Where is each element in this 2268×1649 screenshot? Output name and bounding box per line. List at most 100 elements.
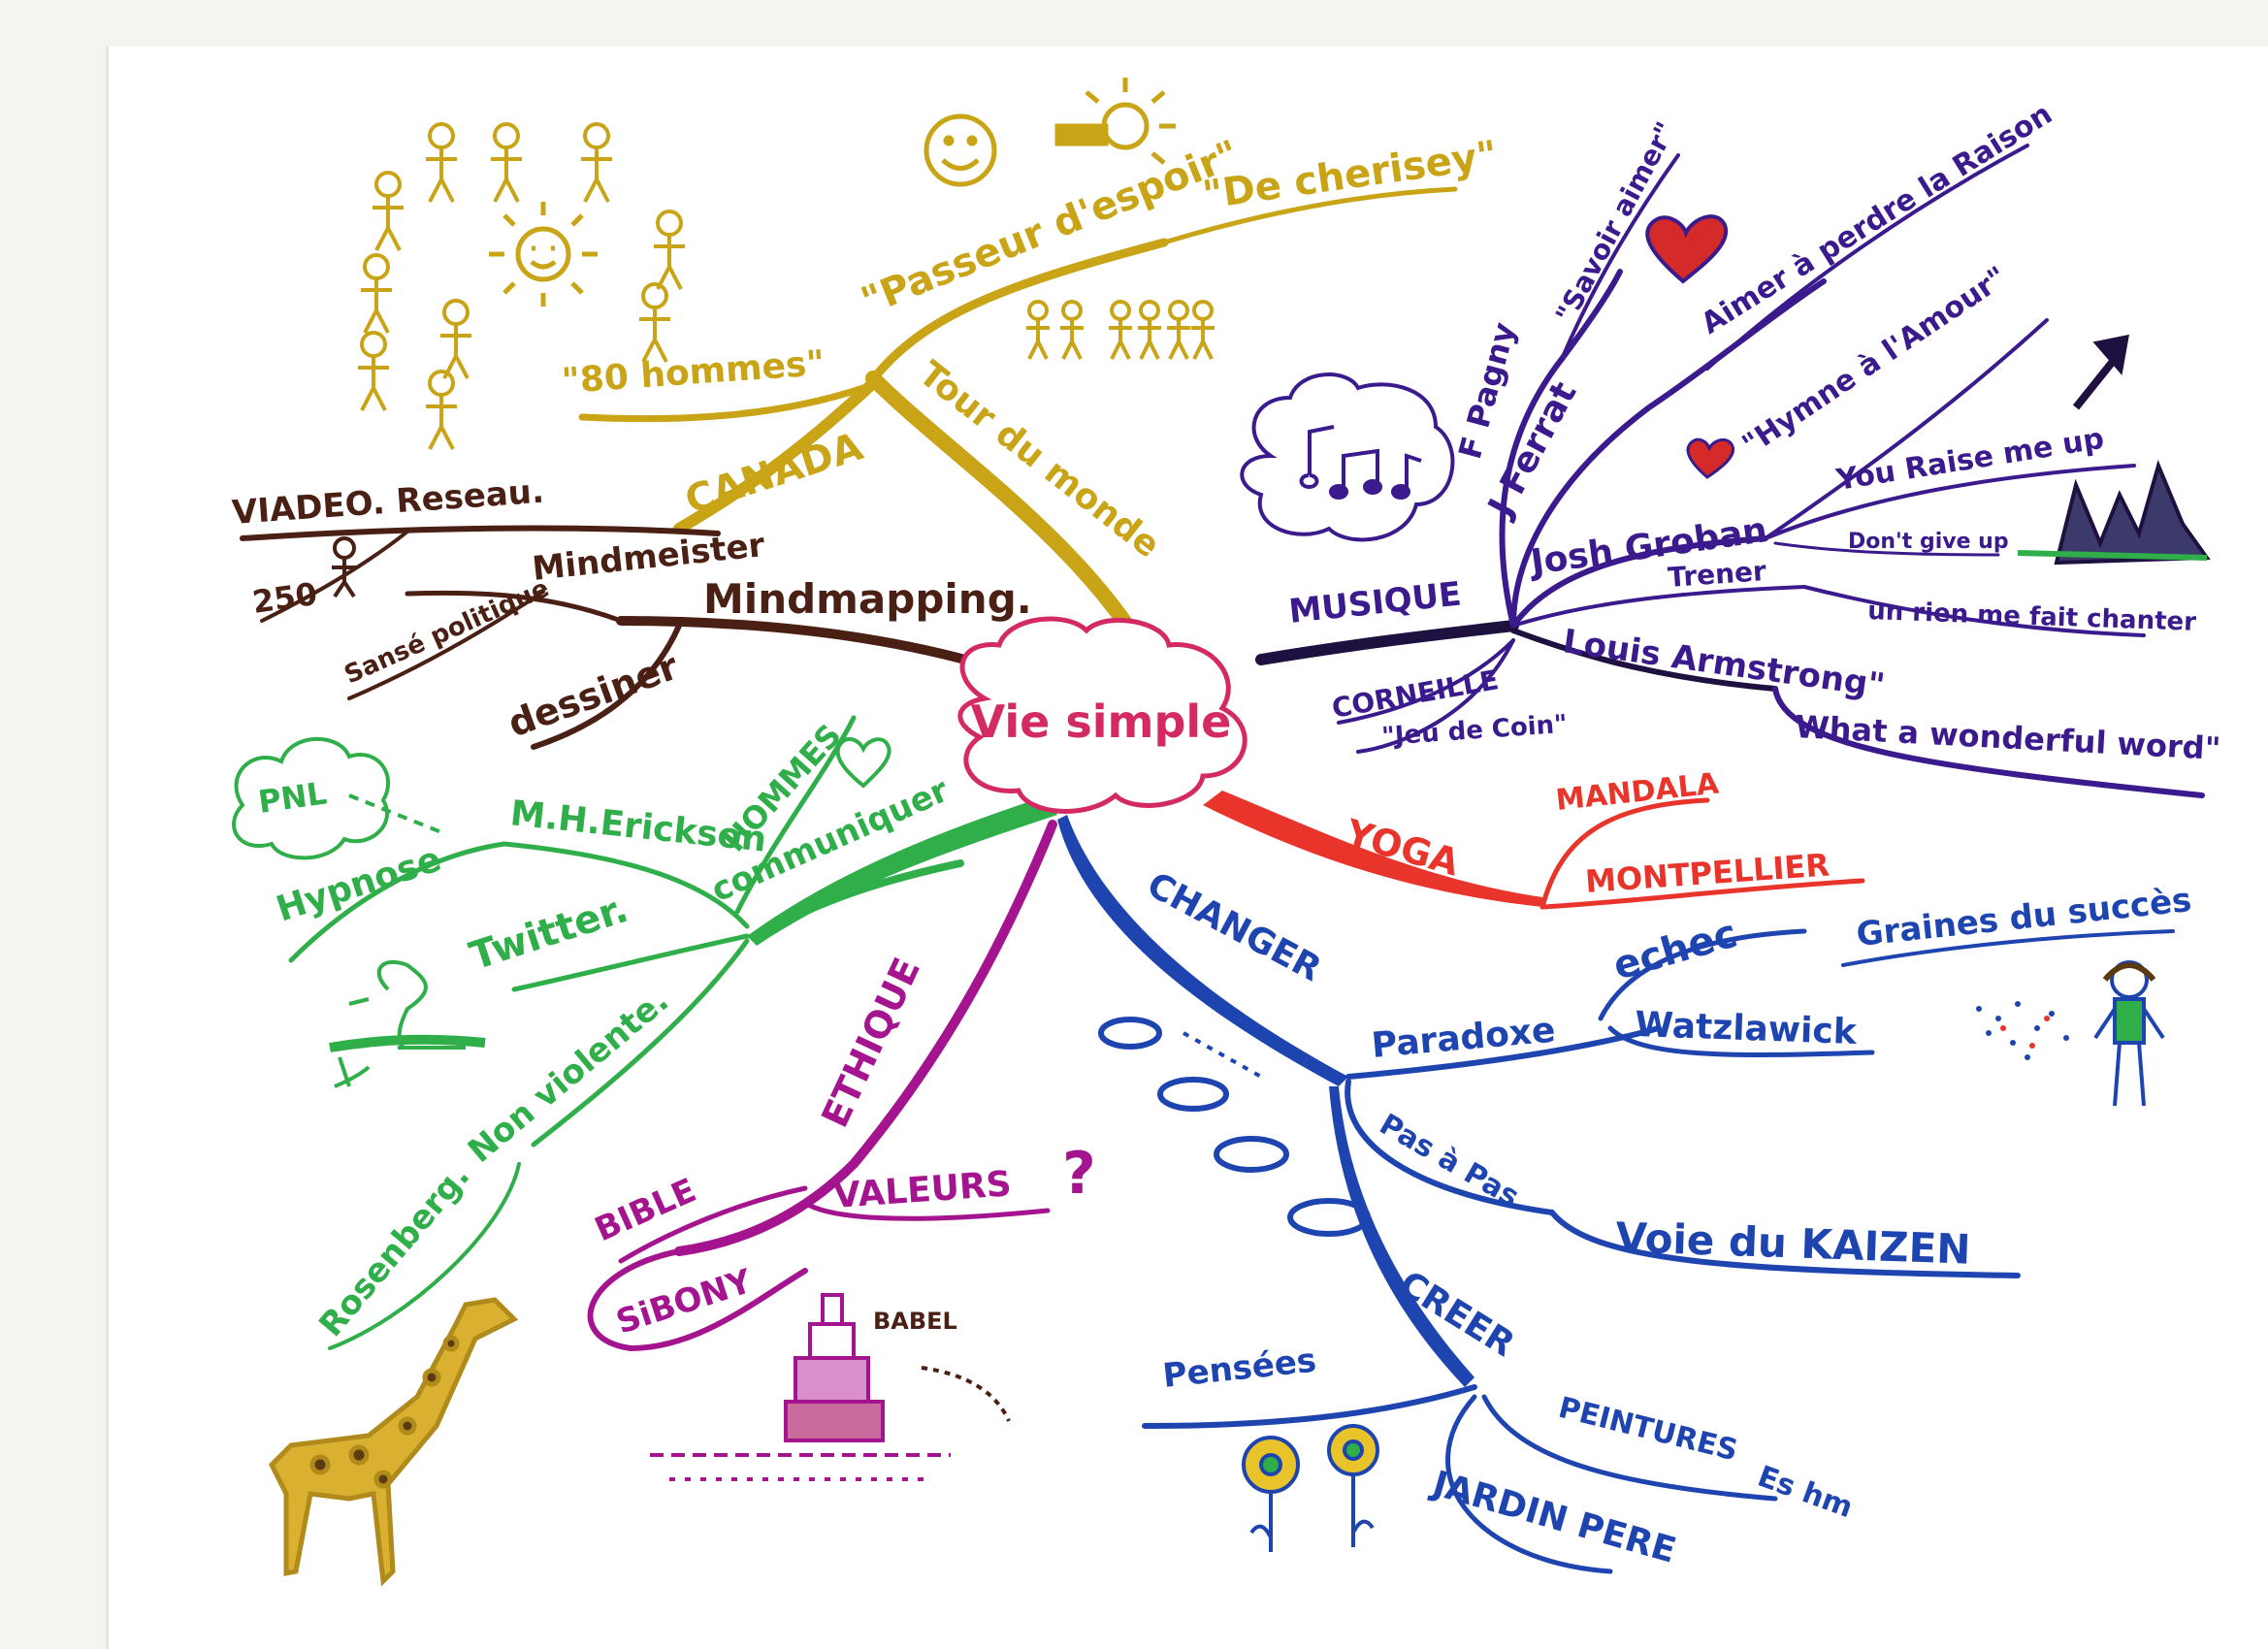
- label-louis-armstrong: Louis Armstrong": [1561, 622, 1888, 705]
- green-heart-icon: [835, 737, 891, 789]
- green-branch-hypnose: [288, 841, 507, 963]
- green-branch-communiquer: [753, 859, 964, 940]
- giraffe-icon: [268, 1297, 519, 1587]
- blue-branch-echec: [1598, 928, 1807, 1021]
- music-cloud-icon: [1240, 372, 1455, 542]
- magenta-main-branch: [674, 820, 1057, 1256]
- heart-icon-small: [1686, 437, 1735, 479]
- blue-branch-peintures: [1481, 1394, 1778, 1502]
- brown-branch-group: Mindmapping. VIADEO. Reseau. 250 Mindmei…: [231, 472, 1032, 750]
- purple-branch-aimer: [1705, 144, 2029, 371]
- stepping-stones-icon: [1098, 1017, 1371, 1237]
- magenta-branch-valeurs: [802, 1200, 1051, 1221]
- stick-figures-icon: [358, 122, 1215, 450]
- purple-branch-hymne: [1764, 318, 2049, 540]
- magenta-branch-sibony: [587, 1248, 808, 1351]
- label-twitter: Twitter.: [465, 887, 633, 980]
- label-valeurs: VALEURS: [832, 1164, 1013, 1216]
- purple-branch-savoir: [1560, 153, 1680, 361]
- label-bible: BIBLE: [589, 1171, 701, 1249]
- label-80-hommes: "80 hommes": [561, 343, 826, 402]
- brown-branch-sans: [347, 590, 545, 700]
- purple-branch-fpagny: [1499, 269, 1623, 629]
- purple-branch-dont: [1773, 541, 2000, 557]
- label-f-pagny: F Pagny: [1451, 318, 1523, 463]
- person-seeds-icon: [1976, 960, 2165, 1107]
- label-ethique: ETHIQUE: [813, 952, 928, 1134]
- green-branch-twitter: [511, 933, 750, 992]
- blue-branch-pas: [1345, 1079, 1555, 1215]
- blue-branch-pensees: [1142, 1384, 1477, 1429]
- purple-branch-corneille: [1337, 638, 1515, 725]
- smiley-icon: [923, 113, 997, 187]
- label-dessiner: dessiner: [502, 645, 684, 746]
- green-branch-nonviolente: [531, 938, 750, 1148]
- center-cloud: [957, 616, 1247, 814]
- label-kaizen: Voie du KAIZEN: [1615, 1213, 1972, 1274]
- gold-branch-hommes: [578, 384, 867, 423]
- green-branch-group: communiquer HOMMES M.H.Erickson Hypnose …: [232, 715, 1057, 1350]
- label-canada: CANADA: [680, 424, 868, 523]
- sun-icon: [489, 202, 598, 307]
- label-mindmapping: Mindmapping.: [703, 575, 1032, 623]
- sun-key-icon: [1054, 78, 1176, 165]
- gold-branch-canada: [673, 377, 879, 534]
- bird-icon: [329, 959, 486, 1088]
- brown-branch-mindmeister: [405, 590, 624, 624]
- label-musique: MUSIQUE: [1287, 575, 1464, 631]
- blue-branch-jardin: [1445, 1394, 1613, 1574]
- babel-tower-icon: [650, 1293, 1011, 1481]
- red-main-branch: [1203, 791, 1542, 907]
- label-rosenberg: Rosenberg.: [311, 1157, 477, 1344]
- purple-branch-group: MUSIQUE F Pagny "Savoir aimer" J Ferrat …: [1240, 97, 2222, 798]
- center-node: Vie simple: [957, 616, 1247, 814]
- mountains-icon: [2017, 459, 2211, 566]
- green-branch-rosenberg: [328, 1162, 521, 1350]
- label-graines: Graines du succès: [1855, 881, 2193, 954]
- blue-branch-graines: [1841, 929, 2175, 967]
- purple-branch-jferrat: [1510, 278, 1827, 629]
- pnl-dash-line: [348, 793, 447, 836]
- brown-branch-250: [260, 530, 409, 623]
- purple-branch-louis: [1510, 628, 1778, 692]
- red-branch-group: YOGA MANDALA MONTPELLIER: [1203, 766, 1865, 910]
- label-peintures: PEINTURES: [1555, 1391, 1741, 1469]
- label-wonderful: What a wonderful word": [1795, 708, 2222, 767]
- label-passeur-espoir: "Passeur d'espoir": [856, 132, 1246, 324]
- purple-branch-coin: [1356, 638, 1515, 754]
- label-jeu-de-coin: "Jeu de Coin": [1380, 710, 1568, 752]
- label-sibony: SiBONY: [611, 1262, 757, 1342]
- label-un-rien: un rien me fait chanter: [1867, 597, 2197, 637]
- pnl-cloud-icon: [232, 736, 390, 860]
- green-branch-erickson: [502, 841, 750, 929]
- brown-main-branch: [616, 616, 1004, 674]
- label-trener: Trener: [1667, 555, 1767, 594]
- arrow-up-icon: [2072, 334, 2129, 410]
- label-babel: BABEL: [873, 1308, 957, 1335]
- flowers-icon: [1242, 1424, 1379, 1552]
- magenta-branch-group: ETHIQUE VALEURS ? BIBLE SiBONY BABEL: [268, 820, 1096, 1587]
- brown-branch-dessiner: [531, 623, 682, 750]
- red-branch-montpellier: [1539, 878, 1865, 910]
- label-echec: echec: [1608, 912, 1742, 989]
- green-main-branch: [747, 795, 1057, 946]
- label-non-violente: Non violente.: [461, 982, 676, 1171]
- center-label: Vie simple: [971, 695, 1232, 748]
- label-es-hm: Es hm: [1753, 1460, 1857, 1526]
- gold-branch-passeur: [873, 238, 1169, 378]
- purple-main-branch: [1255, 620, 1519, 665]
- label-pensees: Pensées: [1161, 1342, 1318, 1396]
- label-de-cherisey: "De cherisey": [1200, 133, 1500, 218]
- label-watzlawick: Watzlawick: [1635, 1005, 1859, 1052]
- label-aimer-raison: Aimer à perdre la Raison: [1696, 97, 2058, 341]
- label-viadeo: VIADEO. Reseau.: [231, 472, 545, 533]
- red-branch-mandala: [1539, 797, 1710, 910]
- label-dont-give-up: Don't give up: [1848, 530, 2009, 554]
- blue-branch-kaizen: [1549, 1210, 2021, 1278]
- purple-branch-rien: [1802, 585, 2146, 637]
- heart-icon: [1645, 214, 1729, 284]
- magenta-branch-bible: [618, 1185, 808, 1264]
- purple-branch-trener: [1511, 585, 1806, 628]
- gold-branch-cherisey: [1161, 186, 1458, 245]
